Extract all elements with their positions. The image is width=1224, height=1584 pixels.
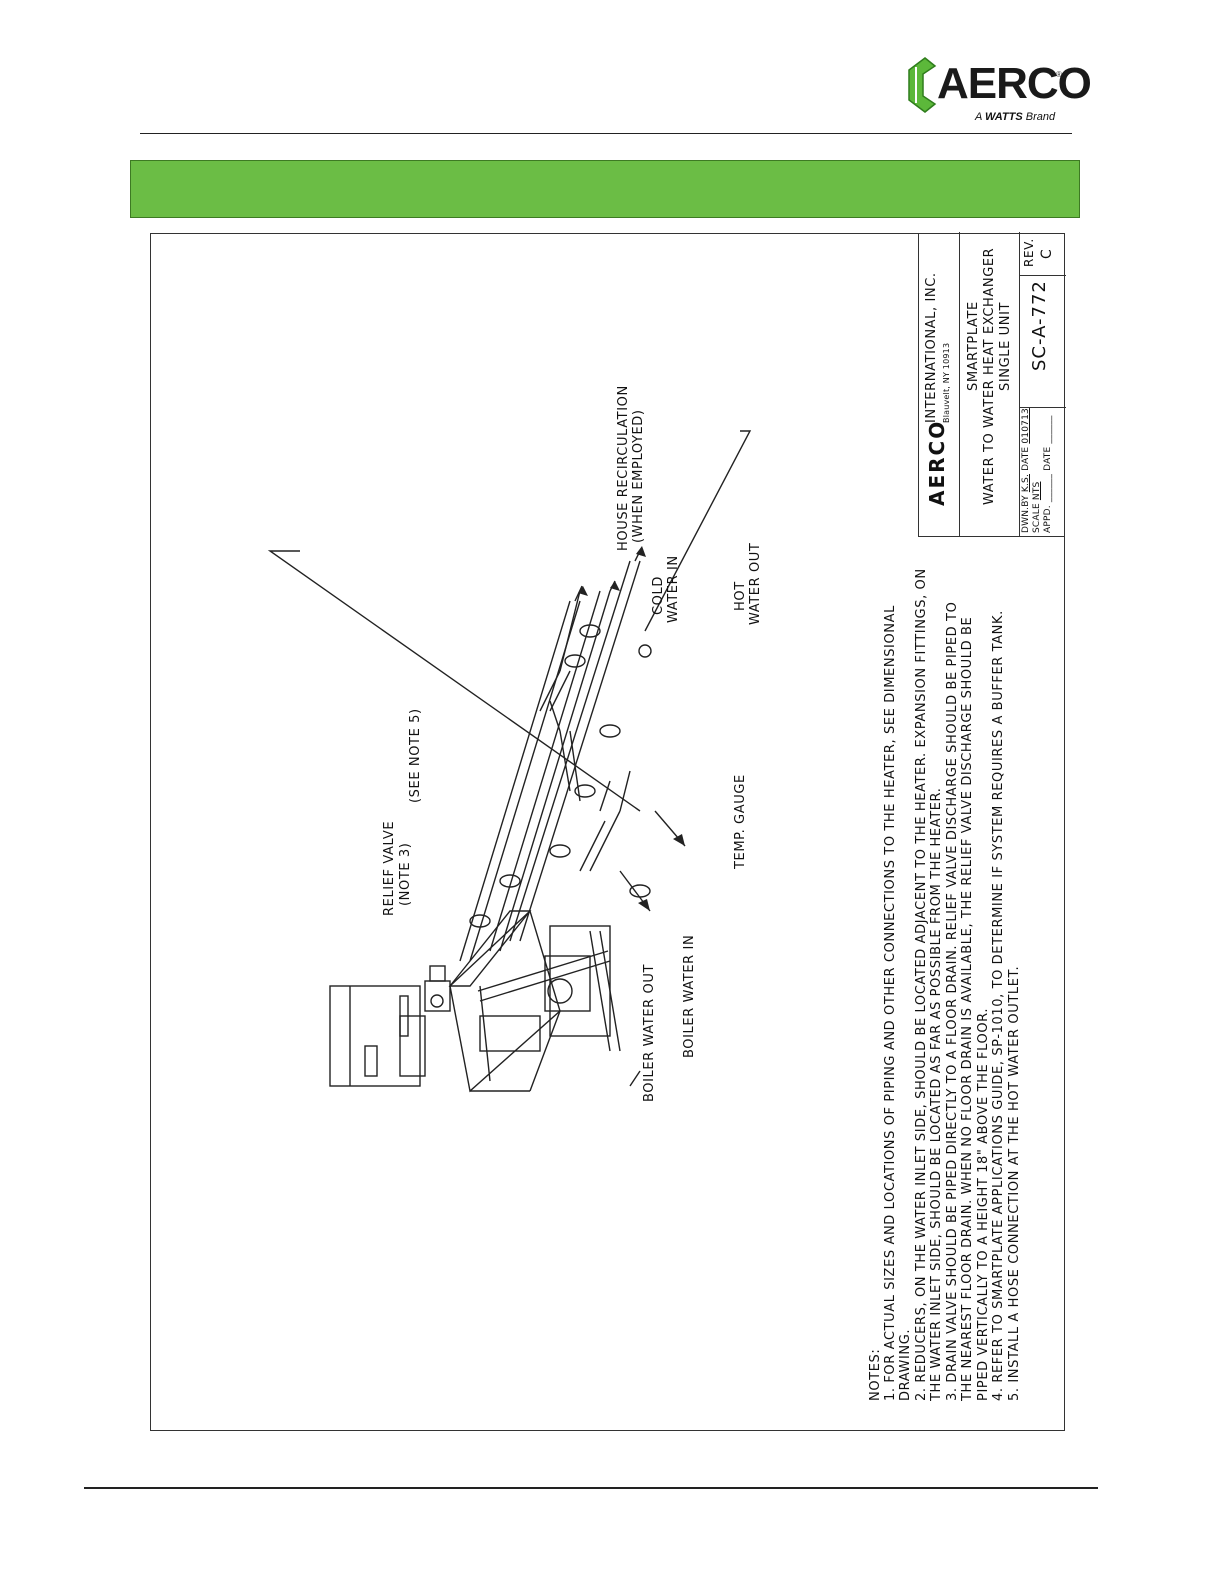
callout-hot: HOT: [733, 581, 748, 611]
tagline-prefix: A: [975, 111, 982, 123]
tagline-brand: WATTS: [985, 111, 1023, 123]
rev-value: C: [1039, 248, 1055, 259]
callout-house-recirculation: HOUSE RECIRCULATION: [616, 385, 631, 551]
pipe-runs: [459, 560, 641, 962]
brand-tagline: A WATTS Brand: [975, 111, 1055, 123]
heater-unit-icon: [329, 909, 561, 1093]
aerco-logo-icon: [908, 57, 937, 113]
note-line: PIPED VERTICALLY TO A HEIGHT 18" ABOVE T…: [976, 1007, 991, 1401]
arrow-heads: [578, 546, 685, 911]
note-line: 4. REFER TO SMARTPLATE APPLICATIONS GUID…: [991, 610, 1006, 1401]
dwn-by-label: DWN.BY: [1021, 495, 1031, 533]
note-line: 5. INSTALL A HOSE CONNECTION AT THE HOT …: [1007, 965, 1022, 1401]
footer-divider: [84, 1487, 1098, 1489]
note-line: THE WATER INLET SIDE, SHOULD BE LOCATED …: [929, 787, 944, 1401]
temp-gauge-icon: [638, 644, 652, 658]
title-line-3: SINGLE UNIT: [998, 301, 1013, 391]
callout-relief-valve-note: (NOTE 3): [398, 842, 413, 906]
appd-row: APPD. ______ DATE ______: [1043, 415, 1053, 533]
tagline-suffix: Brand: [1025, 111, 1056, 123]
date-value: 010713: [1021, 408, 1031, 444]
rev-label: REV.: [1022, 238, 1036, 267]
drawing-frame: [150, 233, 1065, 1431]
callout-temp-gauge: TEMP. GAUGE: [733, 774, 748, 869]
notes-heading: NOTES:: [868, 1348, 883, 1401]
drawing-number: SC-A-772: [1029, 280, 1050, 371]
callout-see-note-5: (SEE NOTE 5): [408, 708, 423, 803]
leader-lines: [267, 430, 752, 1087]
callout-relief-valve: RELIEF VALVE: [382, 820, 397, 916]
drawing-sheet: RELIEF VALVE (NOTE 3) (SEE NOTE 5) HOUSE…: [150, 232, 1066, 1431]
note-line: THE NEAREST FLOOR DRAIN. WHEN NO FLOOR D…: [960, 616, 975, 1401]
title-block-company: INTERNATIONAL, INC.: [924, 272, 939, 423]
section-title-bar: [130, 160, 1080, 218]
note-line: 2. REDUCERS, ON THE WATER INLET SIDE, SH…: [914, 568, 929, 1401]
plate-exchanger-icon: [477, 925, 621, 1052]
note-line: DRAWING.: [898, 1328, 913, 1401]
dwn-by-value: K.S.: [1021, 473, 1031, 493]
relief-valve-icon: [424, 965, 451, 1012]
piping-diagram: [267, 430, 752, 1093]
callout-cold: COLD: [651, 576, 666, 615]
note-line: 3. DRAIN VALVE SHOULD BE PIPED DIRECTLY …: [945, 601, 960, 1401]
callout-cold-water-in: WATER IN: [666, 555, 681, 623]
appd-label: APPD.: [1043, 505, 1053, 533]
callout-boiler-water-in: BOILER WATER IN: [682, 934, 697, 1058]
registered-mark: ®: [1056, 70, 1062, 79]
title-block-location: Blauvelt, NY 10913: [942, 342, 951, 423]
dwn-by-row: DWN.BY K.S. DATE 010713: [1021, 408, 1031, 533]
brand-name: AERCO: [937, 59, 1092, 108]
date-label: DATE: [1021, 446, 1031, 471]
valve-handles-icon: [469, 624, 651, 928]
note-line: 1. FOR ACTUAL SIZES AND LOCATIONS OF PIP…: [883, 605, 898, 1401]
title-block-logo: AERCO: [925, 419, 949, 506]
title-line-1: SMARTPLATE: [966, 301, 981, 391]
title-line-2: WATER TO WATER HEAT EXCHANGER: [982, 247, 997, 505]
callout-boiler-water-out: BOILER WATER OUT: [642, 963, 657, 1102]
appd-date-label: DATE: [1043, 446, 1053, 471]
scale-label: SCALE: [1032, 503, 1042, 533]
scale-row: SCALE NTS: [1032, 482, 1042, 533]
header-divider: [140, 133, 1072, 134]
callout-house-recirculation-sub: (WHEN EMPLOYED): [631, 409, 646, 543]
scale-value: NTS: [1032, 481, 1042, 501]
callout-hot-water-out: WATER OUT: [748, 542, 763, 625]
